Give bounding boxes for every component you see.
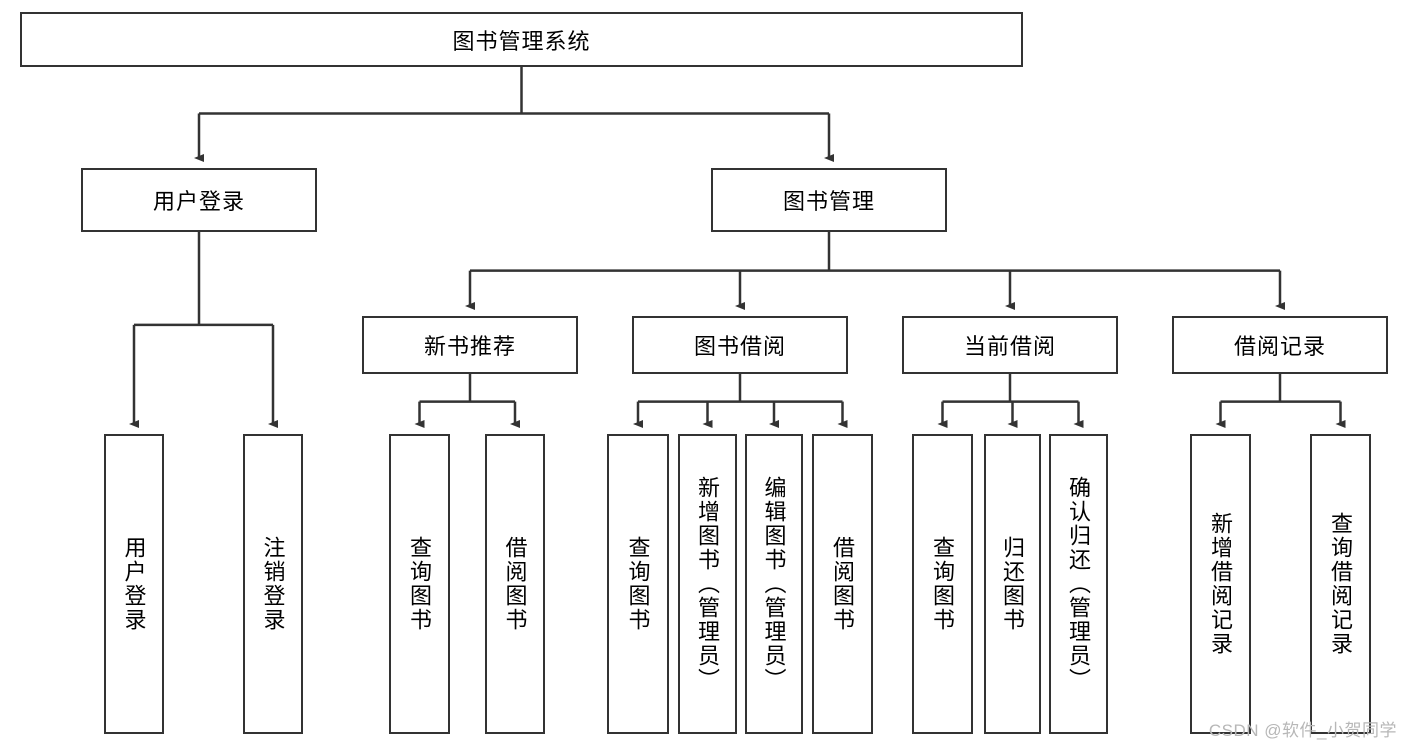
node-leaf-12[interactable]: 新增借阅记录 [1190,434,1251,734]
node-label: 新增图书（管理员） [695,476,721,692]
node-bookmgmt[interactable]: 图书管理 [711,168,947,232]
node-label: 用户登录 [152,189,245,214]
node-label: 归还图书 [1000,536,1026,632]
node-leaf-7[interactable]: 编辑图书（管理员） [745,434,803,734]
node-leaf-1[interactable]: 用户登录 [104,434,164,734]
node-leaf-6[interactable]: 新增图书（管理员） [678,434,737,734]
node-label: 新增借阅记录 [1208,512,1234,656]
node-leaf-3[interactable]: 查询图书 [389,434,450,734]
node-label: 图书管理 [782,189,875,214]
node-label: 查询图书 [625,536,651,632]
node-newbook[interactable]: 新书推荐 [362,316,578,374]
node-leaf-13[interactable]: 查询借阅记录 [1310,434,1371,734]
node-leaf-10[interactable]: 归还图书 [984,434,1041,734]
node-label: 注销登录 [260,536,286,632]
node-root[interactable]: 图书管理系统 [20,12,1023,67]
node-label: 当前借阅 [963,334,1056,359]
node-leaf-9[interactable]: 查询图书 [912,434,973,734]
watermark-text: CSDN @软件_小贺同学 [1208,721,1397,740]
node-borrow[interactable]: 图书借阅 [632,316,848,374]
node-leaf-11[interactable]: 确认归还（管理员） [1049,434,1108,734]
node-records[interactable]: 借阅记录 [1172,316,1388,374]
node-label: 查询图书 [930,536,956,632]
node-label: 借阅记录 [1233,334,1326,359]
node-label: 图书管理系统 [452,28,591,54]
node-label: 编辑图书（管理员） [761,476,787,692]
node-leaf-8[interactable]: 借阅图书 [812,434,873,734]
node-login[interactable]: 用户登录 [81,168,317,232]
node-label: 借阅图书 [830,536,856,632]
node-label: 查询借阅记录 [1328,512,1354,656]
node-label: 查询图书 [407,536,433,632]
node-label: 图书借阅 [693,334,786,359]
node-leaf-5[interactable]: 查询图书 [607,434,669,734]
node-leaf-2[interactable]: 注销登录 [243,434,303,734]
node-label: 借阅图书 [502,536,528,632]
node-current[interactable]: 当前借阅 [902,316,1118,374]
node-label: 用户登录 [121,536,147,632]
node-label: 确认归还（管理员） [1066,476,1092,692]
node-label: 新书推荐 [423,334,516,359]
node-leaf-4[interactable]: 借阅图书 [485,434,545,734]
